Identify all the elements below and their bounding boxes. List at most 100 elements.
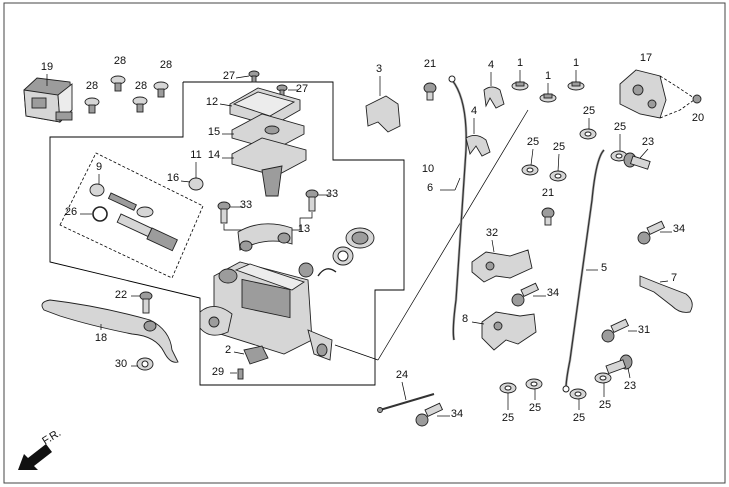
direction-label: F.R. — [40, 427, 63, 448]
leader-line — [471, 321, 485, 325]
boot-part-11 — [188, 177, 204, 191]
callout-34a: 34 — [673, 223, 685, 235]
diaphragm-plate-part-15 — [231, 113, 305, 151]
nut-part-30 — [136, 357, 154, 371]
callout-5: 5 — [601, 262, 607, 274]
callout-34b: 34 — [547, 287, 559, 299]
bracket-part-32 — [471, 249, 533, 283]
bolt-part-31 — [601, 318, 630, 343]
bracket-part-8 — [481, 311, 537, 351]
leader-line — [557, 153, 560, 172]
callout-22: 22 — [115, 289, 127, 301]
callout-10: 10 — [422, 163, 434, 175]
callout-29: 29 — [212, 366, 224, 378]
cable-part-6 — [448, 75, 468, 341]
callout-13: 13 — [298, 223, 310, 235]
leader-line — [639, 148, 649, 159]
leader-line — [627, 367, 631, 379]
boot-seal-part — [317, 227, 375, 277]
callout-27a: 27 — [223, 70, 235, 82]
cable-part-5 — [562, 149, 606, 393]
callout-9: 9 — [96, 161, 102, 173]
pin-part-24 — [377, 393, 435, 413]
bracket-part-7 — [639, 275, 693, 313]
callout-25c: 25 — [527, 136, 539, 148]
callout-15: 15 — [208, 126, 220, 138]
callout-14: 14 — [208, 149, 220, 161]
callout-33a: 33 — [240, 199, 252, 211]
leader-line — [491, 239, 495, 253]
leader-line — [530, 148, 534, 166]
callout-28b: 28 — [160, 59, 172, 71]
callout-19: 19 — [41, 61, 53, 73]
brake-lever-part-18 — [41, 299, 179, 363]
callout-25a: 25 — [583, 105, 595, 117]
leader-line — [334, 344, 379, 361]
leader-line — [233, 351, 245, 355]
switch-part-2 — [243, 345, 269, 365]
callout-18: 18 — [95, 332, 107, 344]
bolt-part-33 — [217, 189, 319, 224]
callout-3: 3 — [376, 63, 382, 75]
callout-1a: 1 — [517, 57, 523, 69]
holder-part-13 — [237, 223, 293, 252]
callout-27b: 27 — [296, 83, 308, 95]
callout-28d: 28 — [135, 80, 147, 92]
callout-28c: 28 — [86, 80, 98, 92]
master-cylinder-body — [199, 261, 333, 361]
screw-part-29 — [237, 368, 244, 380]
callout-25b: 25 — [614, 121, 626, 133]
reservoir-cap-part-12 — [229, 87, 301, 127]
bolt-part-21 — [423, 82, 555, 226]
callout-2: 2 — [225, 344, 231, 356]
clamp-part-4 — [465, 86, 505, 157]
leader-line — [219, 103, 233, 107]
switch-housing-part-19 — [23, 77, 73, 124]
leader-line — [401, 381, 407, 401]
leader-dash — [659, 75, 695, 99]
leader-line — [377, 109, 529, 361]
piston-kit-boundary — [59, 152, 204, 279]
callout-34c: 34 — [451, 408, 463, 420]
nut-part-20 — [692, 94, 702, 104]
leader-line — [235, 75, 250, 79]
leader-line — [454, 177, 461, 191]
callout-23b: 23 — [624, 380, 636, 392]
callout-21a: 21 — [424, 58, 436, 70]
callout-31: 31 — [638, 324, 650, 336]
leader-line — [180, 180, 191, 183]
piston-kit-part-9 — [89, 183, 178, 252]
callout-21b: 21 — [542, 187, 554, 199]
callout-24: 24 — [396, 369, 408, 381]
diaphragm-part-14 — [231, 137, 307, 197]
bolt-part-22 — [139, 291, 153, 314]
bolt-part-34 — [415, 220, 666, 427]
callout-11: 11 — [190, 149, 201, 161]
bolt-part-23 — [605, 152, 651, 375]
leader-line — [659, 280, 669, 283]
callout-17: 17 — [640, 52, 652, 64]
callout-25g: 25 — [573, 412, 585, 424]
callout-30: 30 — [115, 358, 127, 370]
assembly-boundary-outline — [49, 81, 405, 386]
bracket-part-17 — [619, 69, 667, 119]
screw-part-28 — [84, 75, 169, 114]
callout-1c: 1 — [573, 57, 579, 69]
leader-dash — [659, 99, 695, 119]
callout-32: 32 — [486, 227, 498, 239]
callout-4a: 4 — [488, 59, 494, 71]
clip-part-3 — [365, 95, 401, 133]
callout-23a: 23 — [642, 136, 654, 148]
callout-12: 12 — [206, 96, 218, 108]
leader-line — [223, 212, 313, 231]
callout-26: 26 — [65, 206, 77, 218]
callout-1b: 1 — [545, 70, 551, 82]
callout-25e: 25 — [502, 412, 514, 424]
callout-8: 8 — [462, 313, 468, 325]
callout-16: 16 — [167, 172, 179, 184]
callout-25d: 25 — [553, 141, 565, 153]
diagram-frame — [3, 2, 726, 484]
callout-6: 6 — [427, 182, 433, 194]
